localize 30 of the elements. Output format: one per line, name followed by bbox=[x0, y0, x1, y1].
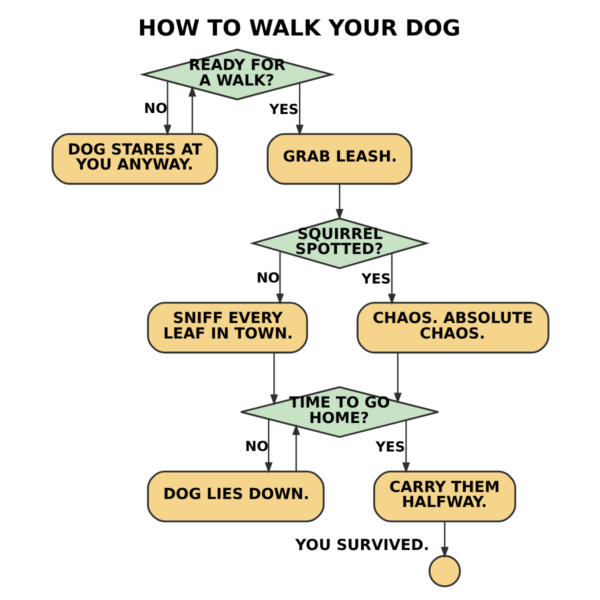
arrow bbox=[292, 424, 300, 472]
edge-label: NO bbox=[244, 438, 268, 455]
arrow bbox=[388, 254, 396, 305]
arrow bbox=[163, 81, 171, 136]
edge-label: NO bbox=[144, 100, 167, 117]
arrow bbox=[188, 85, 196, 134]
edge-label: NO bbox=[256, 270, 280, 287]
arrow bbox=[402, 420, 410, 474]
arrow bbox=[276, 252, 284, 305]
edge-label: YES bbox=[375, 439, 405, 456]
arrow bbox=[270, 352, 278, 406]
node-diamond: TIME TO GO HOME? bbox=[240, 386, 439, 438]
arrow bbox=[393, 352, 402, 404]
node-box: GRAB LEASH. bbox=[266, 133, 412, 185]
arrow bbox=[335, 184, 343, 220]
node-circle bbox=[428, 555, 460, 588]
node-label: YOU SURVIVED. bbox=[294, 536, 429, 554]
arrow bbox=[264, 419, 272, 474]
arrow bbox=[440, 522, 448, 558]
node-diamond: SQUIRREL SPOTTED? bbox=[249, 217, 430, 270]
node-box: CHAOS. ABSOLUTE CHAOS. bbox=[356, 302, 549, 354]
edge-label: YES bbox=[360, 272, 390, 288]
arrow bbox=[295, 82, 304, 136]
diagram-title: HOW TO WALK YOUR DOG bbox=[137, 16, 460, 42]
node-box: DOG STARES AT YOU ANYWAY. bbox=[51, 133, 218, 185]
node-box: CARRY THEM HALFWAY. bbox=[372, 470, 516, 522]
node-box: DOG LIES DOWN. bbox=[146, 470, 324, 522]
edge-label: YES bbox=[268, 102, 298, 118]
node-diamond: READY FOR A WALK? bbox=[138, 48, 334, 100]
node-box: SNIFF EVERY LEAF IN TOWN. bbox=[146, 302, 308, 354]
